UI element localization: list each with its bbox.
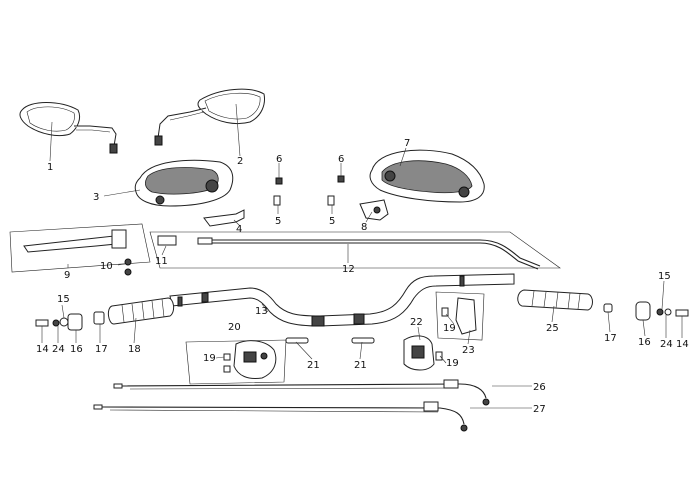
right-hand-guard (369, 149, 485, 203)
callout-5a: 5 (275, 216, 281, 227)
pin-21-left (285, 337, 309, 344)
callout-25: 25 (546, 323, 559, 334)
callout-7: 7 (404, 138, 410, 149)
callout-14a: 14 (36, 344, 49, 355)
callout-24a: 24 (52, 344, 65, 355)
left-switch-assembly (185, 339, 287, 385)
callout-3: 3 (93, 192, 99, 203)
left-grip (107, 297, 175, 325)
callout-21b: 21 (354, 360, 367, 371)
callout-labels: 1 2 3 4 5 5 6 6 7 8 9 10 11 12 13 14 24 … (36, 138, 689, 415)
callout-19b: 19 (446, 358, 459, 369)
callout-19c: 19 (443, 323, 456, 334)
callout-26: 26 (533, 382, 546, 393)
clutch-lever-assembly (9, 223, 151, 276)
guard-bracket-4 (203, 209, 245, 227)
callout-8: 8 (361, 222, 367, 233)
callout-5b: 5 (329, 216, 335, 227)
handlebar-tube (169, 273, 515, 327)
callout-20: 20 (228, 322, 241, 333)
right-grip (517, 289, 593, 311)
clamp-5-left (273, 195, 281, 206)
nut-6-left (275, 177, 283, 185)
left-mirror (19, 102, 118, 154)
leader-lines (41, 103, 683, 409)
callout-27: 27 (533, 404, 546, 415)
callout-6b: 6 (338, 154, 344, 165)
callout-17a: 17 (95, 344, 108, 355)
nut-6-right (337, 175, 345, 183)
clutch-cable-assembly (149, 231, 561, 270)
callout-23: 23 (462, 345, 475, 356)
pin-21-right (351, 337, 375, 344)
callout-15a: 15 (57, 294, 70, 305)
callout-12: 12 (342, 264, 355, 275)
callout-24b: 24 (660, 339, 673, 350)
right-grip-hardware (603, 301, 689, 321)
callout-11: 11 (155, 256, 168, 267)
right-switch-assembly (403, 291, 485, 371)
guard-bracket-8 (359, 199, 389, 221)
callout-10: 10 (100, 261, 113, 272)
callout-14b: 14 (676, 339, 689, 350)
right-mirror (154, 88, 265, 146)
callout-16b: 16 (638, 337, 651, 348)
callout-21a: 21 (307, 360, 320, 371)
throttle-cable-26 (113, 379, 490, 406)
callout-17b: 17 (604, 333, 617, 344)
callout-13: 13 (255, 306, 268, 317)
throttle-cable-27 (93, 401, 468, 432)
callout-16a: 16 (70, 344, 83, 355)
callout-19a: 19 (203, 353, 216, 364)
callout-4: 4 (236, 224, 242, 235)
callout-22: 22 (410, 317, 423, 328)
callout-6a: 6 (276, 154, 282, 165)
callout-1: 1 (47, 162, 53, 173)
left-hand-guard (134, 159, 234, 207)
callout-18: 18 (128, 344, 141, 355)
left-grip-hardware (35, 311, 105, 331)
callout-9: 9 (64, 270, 70, 281)
callout-15b: 15 (658, 271, 671, 282)
callout-2: 2 (237, 156, 243, 167)
clamp-5-right (327, 195, 335, 206)
